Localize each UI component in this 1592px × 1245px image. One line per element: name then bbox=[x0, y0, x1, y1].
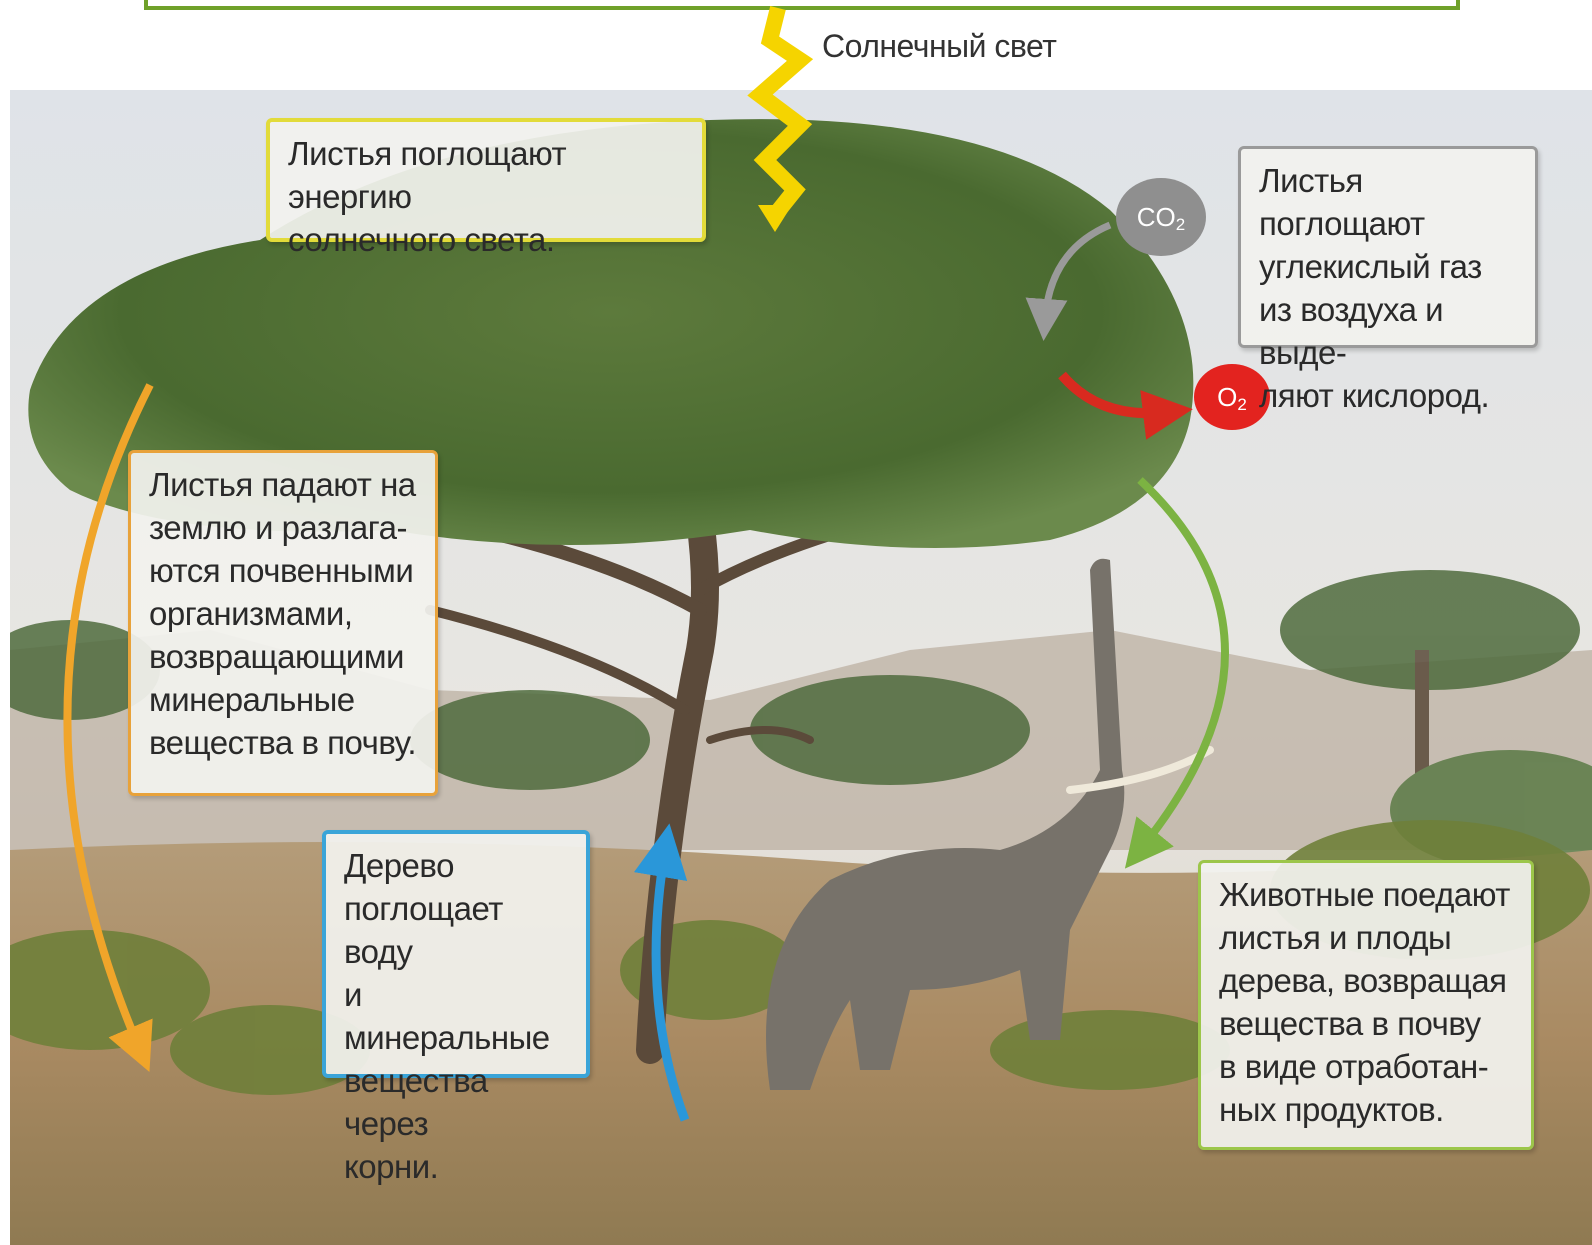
o2-main: O bbox=[1217, 381, 1238, 412]
green-arrow bbox=[1124, 477, 1229, 869]
caption-animals: Животные поедают листья и плоды дерева, … bbox=[1198, 860, 1534, 1150]
blue-arrow bbox=[633, 823, 690, 1122]
caption-animals-text: Животные поедают листья и плоды дерева, … bbox=[1219, 876, 1510, 1128]
co2-sub: 2 bbox=[1175, 215, 1186, 234]
background-trees bbox=[10, 570, 1592, 870]
caption-gas-exchange: Листья поглощают углекислый газ из возду… bbox=[1238, 146, 1538, 414]
co2-main: CO bbox=[1136, 201, 1176, 232]
caption-water-uptake: Дерево поглощает воду и минеральные веще… bbox=[322, 830, 590, 1185]
sunlight-label: Солнечный свет bbox=[822, 28, 1057, 64]
gray-arrow bbox=[1025, 221, 1112, 341]
sunlight-arrow bbox=[747, 6, 814, 232]
caption-decomposition-text: Листья падают на землю и разлага- ются п… bbox=[149, 466, 417, 761]
caption-leaf-energy-text: Листья поглощают энергию солнечного свет… bbox=[288, 135, 567, 258]
orange-arrow bbox=[63, 383, 154, 1073]
o2-sub: 2 bbox=[1237, 395, 1247, 414]
caption-water-uptake-text: Дерево поглощает воду и минеральные веще… bbox=[344, 847, 550, 1185]
caption-gas-exchange-text: Листья поглощают углекислый газ из возду… bbox=[1259, 162, 1490, 414]
caption-decomposition: Листья падают на землю и разлага- ются п… bbox=[128, 450, 438, 796]
caption-leaf-energy: Листья поглощают энергию солнечного свет… bbox=[266, 118, 706, 258]
red-arrow bbox=[1058, 371, 1193, 440]
top-frame bbox=[144, 0, 1460, 10]
